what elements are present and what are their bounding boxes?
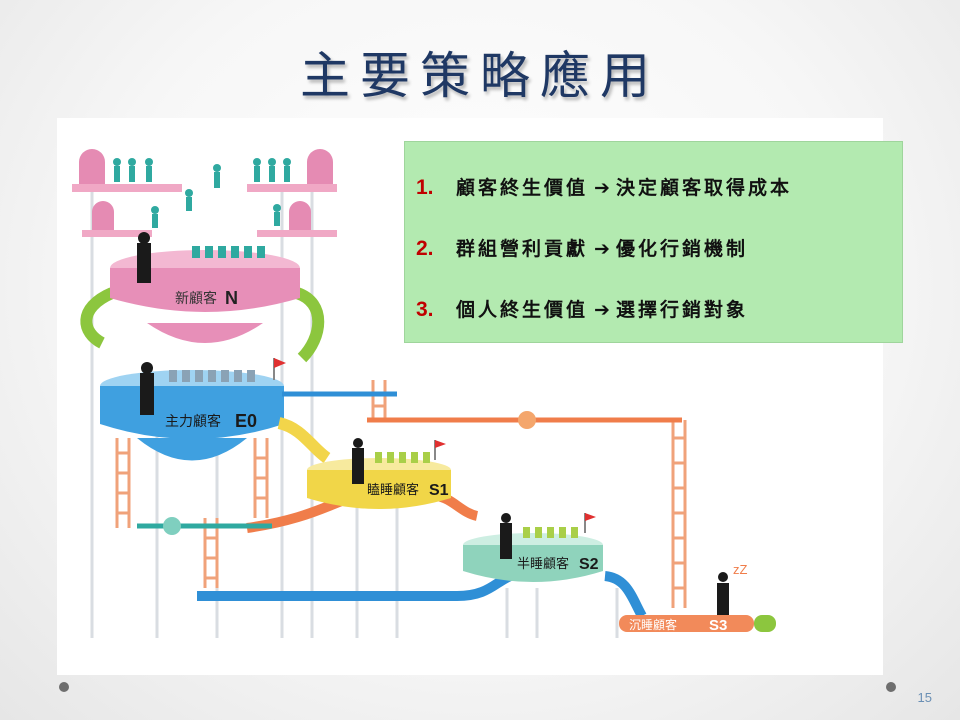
strategy-right-text: 決定顧客取得成本 <box>616 177 793 199</box>
pool-n-code: N <box>225 288 238 308</box>
crowd-top <box>113 158 291 228</box>
arrow-right-icon: ➔ <box>594 299 610 321</box>
page-number: 15 <box>917 690 932 705</box>
pool-core-customers: 主力顧客 E0 <box>100 358 286 461</box>
strategy-item-3: 3. 個人終生價值➔ 選擇行銷對象 <box>416 295 748 325</box>
strategy-number: 3. <box>416 298 434 321</box>
corner-dot-right <box>886 682 896 692</box>
pool-new-customers: 新顧客 N <box>110 232 300 343</box>
top-platforms <box>72 149 337 237</box>
strategy-left-text: 群組營利貢獻 <box>456 238 589 260</box>
strategy-list: 1.顧客終生價值➔決定顧客取得成本 2.群組營利貢獻➔優化行銷機制 3.個人終生… <box>404 141 903 343</box>
strategy-item-1: 1. 顧客終生價值➔ 決定顧客取得成本 <box>416 173 792 203</box>
strategy-number: 2. <box>416 237 434 260</box>
pipe-blue-right <box>604 571 647 619</box>
strategy-number: 1. <box>416 176 434 199</box>
arrow-right-icon: ➔ <box>594 238 610 260</box>
strategy-left-text: 個人終生價值 <box>456 299 589 321</box>
pipe-blue-bottom <box>197 568 528 601</box>
arrow-right-icon: ➔ <box>594 177 610 199</box>
slide-title: 主要策略應用 <box>300 47 660 105</box>
pool-s2-code: S2 <box>579 556 599 573</box>
pool-e0-code: E0 <box>235 411 257 431</box>
pool-s3-label: 沉睡顧客 <box>629 617 677 632</box>
green-slide-left <box>80 287 115 349</box>
strategy-left-text: 顧客終生價值 <box>456 177 589 199</box>
valve-teal <box>163 517 181 535</box>
corner-dot-left <box>59 682 69 692</box>
yellow-slide <box>277 417 331 463</box>
strategy-item-2: 2. 群組營利貢獻➔ 優化行銷機制 <box>416 234 748 264</box>
pool-e0-label: 主力顧客 <box>165 413 221 430</box>
pool-dormant-customers: 沉睡顧客 S3 zZ <box>619 562 776 634</box>
pool-s2-label: 半睡顧客 <box>517 556 569 572</box>
pool-s1-code: S1 <box>429 482 449 499</box>
strategy-right-text: 選擇行銷對象 <box>616 299 749 321</box>
sleep-mark: zZ <box>733 562 748 577</box>
ladders <box>115 380 687 608</box>
valve-orange <box>518 411 536 429</box>
pool-s3-code: S3 <box>709 617 727 634</box>
pool-s1-label: 瞌睡顧客 <box>367 482 419 498</box>
pool-half-asleep-customers: 半睡顧客 S2 <box>463 513 603 582</box>
green-slide-right <box>294 287 325 363</box>
strategy-right-text: 優化行銷機制 <box>616 238 749 260</box>
pool-n-label: 新顧客 <box>175 290 217 307</box>
pool-drowsy-customers: 瞌睡顧客 S1 <box>307 438 451 509</box>
